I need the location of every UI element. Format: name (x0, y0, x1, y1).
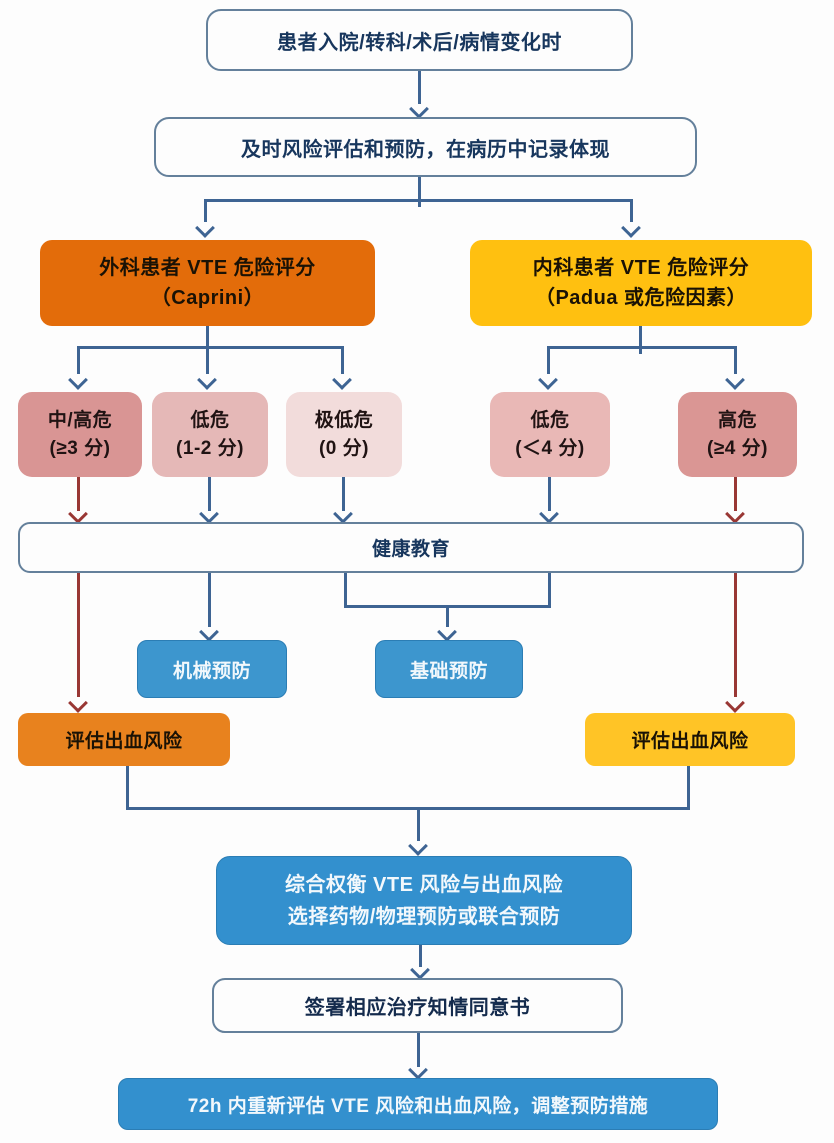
node-label: (≥3 分) (49, 437, 111, 459)
node-label: 中/高危 (47, 409, 113, 431)
arrow-head (68, 693, 88, 713)
arrow-head (725, 370, 745, 390)
node-label: 外科患者 VTE 危险评分 (99, 257, 316, 279)
node-label: (1-2 分) (176, 437, 244, 459)
flow-line (208, 477, 211, 511)
flow-line (77, 573, 80, 697)
flow-line (206, 326, 209, 354)
node-mechanical-prevention: 机械预防 (137, 640, 287, 698)
node-risk-high-medical: 高危 (≥4 分) (678, 392, 797, 477)
node-timely-assessment: 及时风险评估和预防，在病历中记录体现 (154, 117, 697, 177)
flow-line (418, 71, 421, 104)
node-risk-low-surgical: 低危 (1-2 分) (152, 392, 268, 477)
flow-line (417, 1033, 420, 1067)
node-medical-score: 内科患者 VTE 危险评分 （Padua 或危险因素） (470, 240, 812, 326)
flow-line (208, 573, 211, 627)
node-surgical-score: 外科患者 VTE 危险评分 （Caprini） (40, 240, 375, 326)
node-weigh-risks: 综合权衡 VTE 风险与出血风险 选择药物/物理预防或联合预防 (216, 856, 632, 945)
node-label: 评估出血风险 (631, 731, 749, 752)
arrow-head (725, 693, 745, 713)
node-bleeding-risk-medical: 评估出血风险 (585, 713, 795, 766)
node-label: 72h 内重新评估 VTE 风险和出血风险，调整预防措施 (187, 1095, 649, 1117)
flow-line (417, 807, 420, 841)
node-label: 及时风险评估和预防，在病历中记录体现 (241, 138, 610, 161)
node-label: (＜4 分) (515, 437, 585, 459)
node-basic-prevention: 基础预防 (375, 640, 523, 698)
node-label: 低危 (530, 409, 570, 431)
flow-line (204, 199, 207, 222)
node-72h-reassessment: 72h 内重新评估 VTE 风险和出血风险，调整预防措施 (118, 1078, 718, 1130)
arrow-head (725, 504, 745, 524)
arrow-head (332, 370, 352, 390)
node-label: 内科患者 VTE 危险评分 (532, 257, 750, 279)
flow-line (548, 573, 551, 608)
arrow-head (197, 370, 217, 390)
node-label: 机械预防 (172, 660, 251, 682)
flow-line (342, 477, 345, 511)
flow-line (734, 477, 737, 511)
flow-line (547, 346, 550, 374)
flow-line (734, 346, 737, 374)
flow-line (77, 346, 80, 374)
flow-line (639, 326, 642, 354)
arrow-head (199, 622, 219, 642)
flow-line (206, 346, 209, 374)
arrow-head (333, 504, 353, 524)
node-informed-consent: 签署相应治疗知情同意书 (212, 978, 623, 1033)
node-risk-low-medical: 低危 (＜4 分) (490, 392, 610, 477)
arrow-head (195, 218, 215, 238)
node-label: 评估出血风险 (65, 731, 183, 752)
node-label: 患者入院/转科/术后/病情变化时 (277, 31, 562, 54)
flow-line (344, 573, 347, 608)
node-label: （Caprini） (150, 287, 265, 309)
flow-line (630, 199, 633, 222)
node-risk-very-low: 极低危 (0 分) (286, 392, 402, 477)
flow-line (78, 346, 344, 349)
flow-line (548, 346, 737, 349)
node-label: 低危 (190, 409, 230, 431)
arrow-head (437, 622, 457, 642)
node-health-education: 健康教育 (18, 522, 804, 573)
flow-line (418, 177, 421, 207)
arrow-head (409, 99, 429, 119)
node-label: (0 分) (318, 437, 369, 459)
node-label: 选择药物/物理预防或联合预防 (287, 905, 561, 928)
node-label: 基础预防 (409, 660, 488, 682)
arrow-head (199, 504, 219, 524)
node-label: 健康教育 (371, 539, 450, 560)
node-label: （Padua 或危险因素） (534, 287, 748, 309)
flow-line (126, 807, 690, 810)
arrow-head (621, 218, 641, 238)
arrow-head (410, 960, 430, 980)
flow-line (548, 477, 551, 511)
arrow-head (408, 836, 428, 856)
flow-line (205, 199, 633, 202)
flow-line (77, 477, 80, 511)
flow-line (341, 346, 344, 374)
node-label: 高危 (717, 409, 757, 431)
arrow-head (538, 370, 558, 390)
flow-line (734, 573, 737, 697)
node-bleeding-risk-surgical: 评估出血风险 (18, 713, 230, 766)
node-label: 签署相应治疗知情同意书 (304, 997, 531, 1019)
node-label: 极低危 (314, 409, 374, 431)
arrow-head (539, 504, 559, 524)
node-patient-admission: 患者入院/转科/术后/病情变化时 (206, 9, 633, 71)
arrow-head (68, 370, 88, 390)
node-label: 综合权衡 VTE 风险与出血风险 (284, 873, 563, 896)
node-risk-mid-high: 中/高危 (≥3 分) (18, 392, 142, 477)
flow-line (419, 945, 422, 967)
flow-line (126, 766, 129, 810)
arrow-head (68, 504, 88, 524)
flow-line (446, 605, 449, 627)
node-label: (≥4 分) (707, 437, 768, 459)
arrow-head (408, 1060, 428, 1080)
flow-line (687, 766, 690, 810)
